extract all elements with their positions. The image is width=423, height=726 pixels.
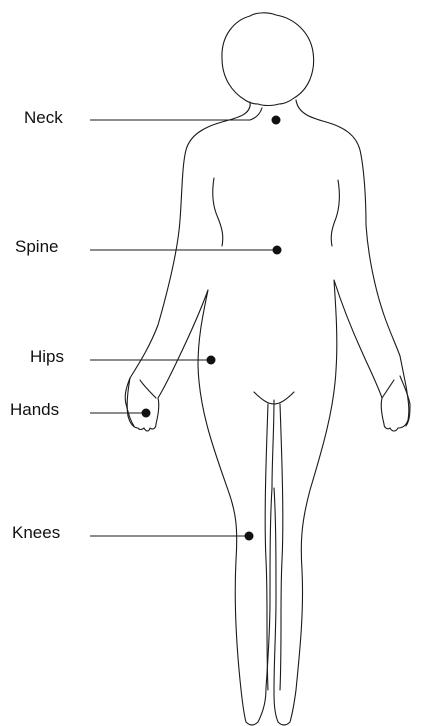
knees-label: Knees [12, 523, 60, 543]
neck-leader-curve [250, 108, 262, 120]
hands-label: Hands [10, 400, 59, 420]
spine-label: Spine [15, 237, 58, 257]
hips-label: Hips [30, 347, 64, 367]
neck-marker [272, 116, 281, 125]
knees-marker [245, 532, 254, 541]
hands-marker [142, 409, 151, 418]
left-hand-outline [125, 378, 156, 426]
left-underarm [213, 178, 223, 246]
spine-marker [273, 246, 282, 255]
hips-marker [207, 356, 216, 365]
inner-leg-right [280, 404, 283, 690]
inner-leg-left [265, 404, 268, 690]
right-underarm [331, 180, 339, 246]
head-outline [222, 13, 314, 106]
body-right-outline [274, 100, 409, 725]
neck-label: Neck [24, 108, 63, 128]
